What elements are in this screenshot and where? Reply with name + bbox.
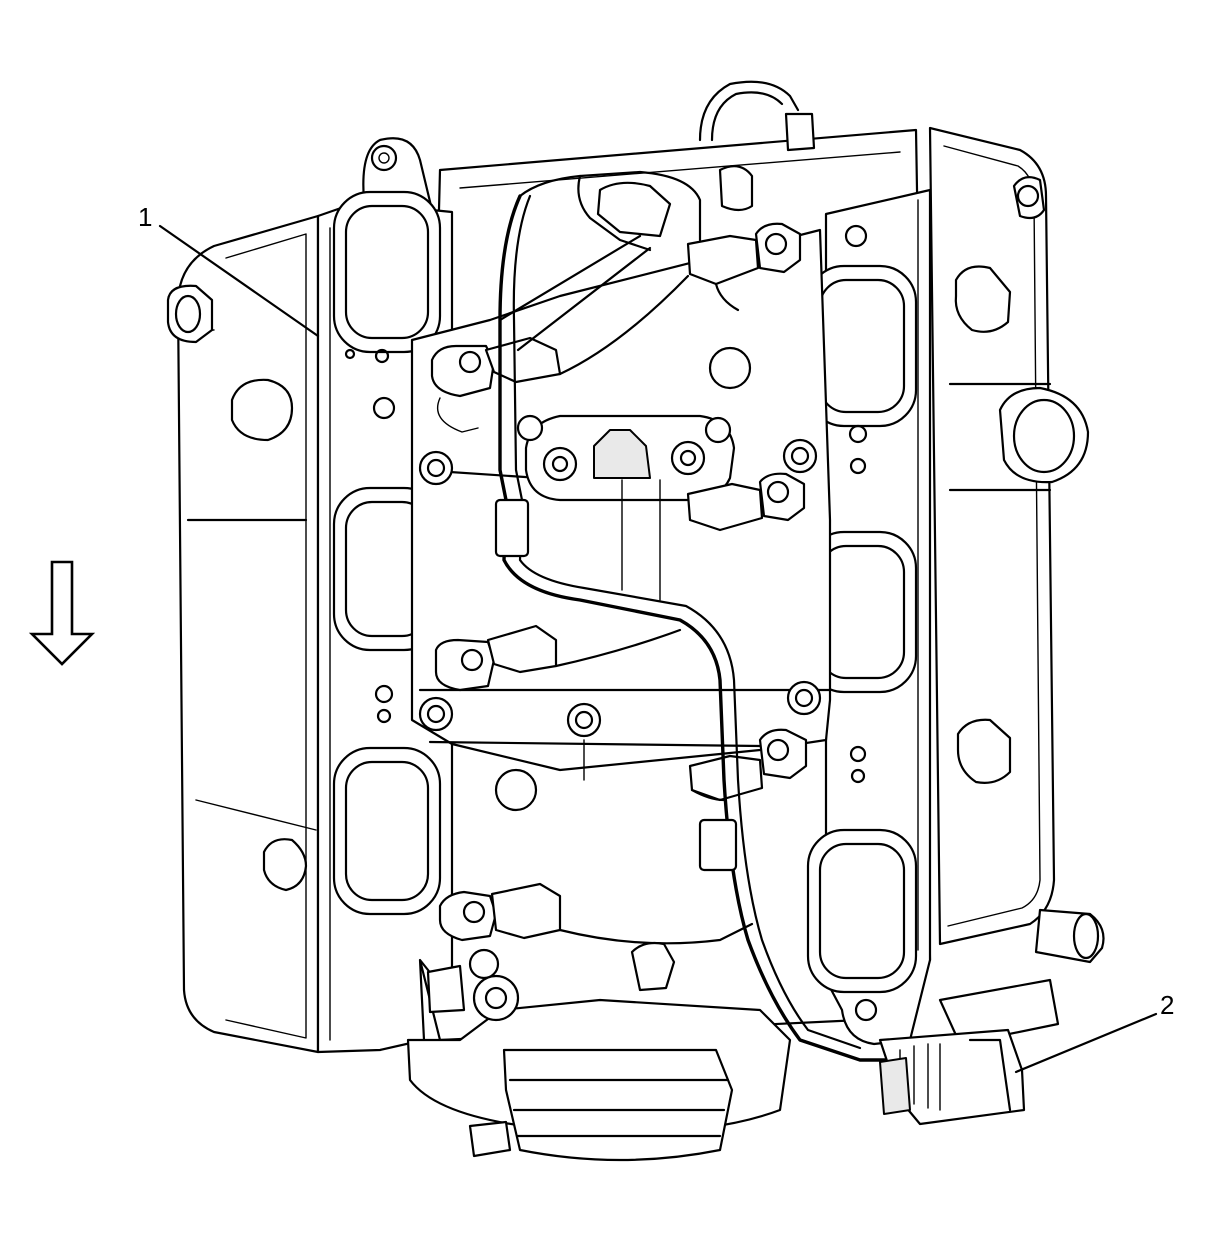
injector-left-2: [434, 624, 558, 692]
harness-connector-assembly: [878, 908, 1105, 1126]
callout-leaders: [158, 224, 1158, 1074]
callout-label-2: 2: [1160, 990, 1174, 1020]
injector-right-1: [686, 222, 802, 286]
throttle-body: [406, 941, 792, 1162]
right-valve-cover: [928, 126, 1090, 946]
down-arrow-icon: [28, 560, 96, 666]
injector-right-2: [686, 472, 806, 532]
throttle-mount-plate: [516, 414, 736, 601]
injector-right-3: [688, 728, 808, 802]
left-valve-cover: [166, 214, 320, 1054]
wiring-harness: [494, 80, 892, 1062]
right-manifold-gasket: [806, 188, 932, 1046]
fuel-injectors: [430, 222, 808, 942]
injector-left-1: [430, 336, 562, 433]
injector-left-3: [438, 882, 562, 942]
callout-label-1: 1: [138, 202, 152, 232]
leader-line-2: [1014, 1012, 1158, 1074]
leader-line-1: [158, 224, 320, 338]
